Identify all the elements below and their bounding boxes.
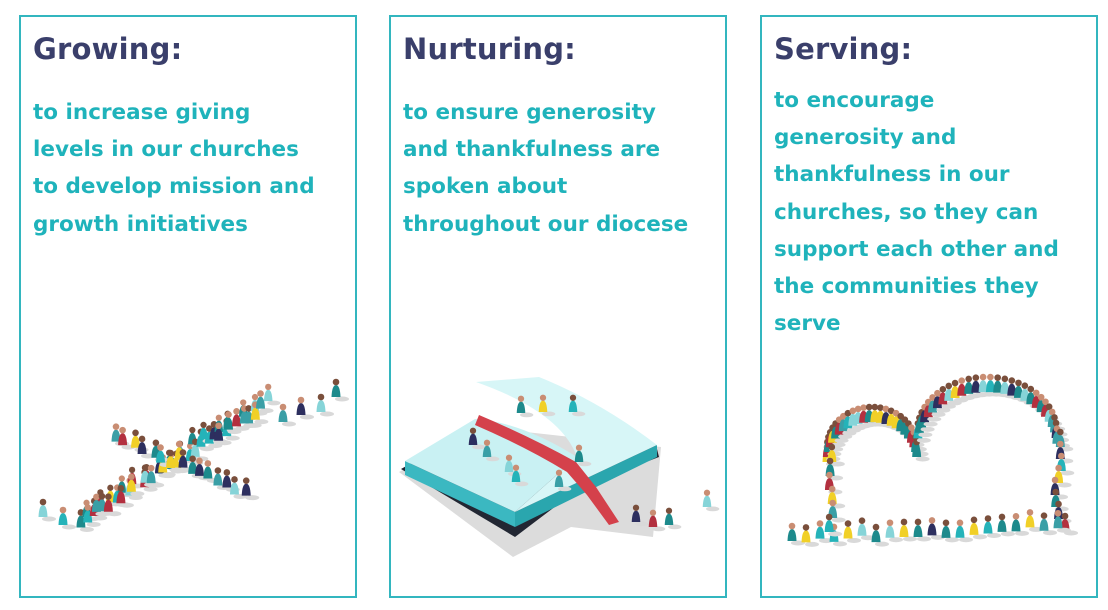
- people-on-open-bible-icon: [399, 377, 720, 557]
- person-figure: [702, 489, 720, 512]
- person-figure: [58, 506, 76, 530]
- person-figure: [664, 507, 682, 530]
- person-figure: [190, 438, 209, 462]
- person-figure: [1056, 452, 1075, 476]
- serving-line: churches, so they can: [774, 199, 1039, 225]
- person-figure: [828, 499, 846, 523]
- nurturing-line: and thankfulness are: [403, 137, 661, 163]
- nurturing-line: throughout our diocese: [403, 211, 689, 237]
- person-figure: [978, 373, 997, 397]
- person-figure: [554, 469, 572, 492]
- person-figure: [146, 464, 165, 488]
- person-figure: [1039, 512, 1057, 536]
- people-forming-cloud-icon: [787, 373, 1079, 547]
- person-figure: [256, 390, 274, 414]
- person-figure: [1053, 509, 1071, 533]
- person-figure: [166, 449, 184, 473]
- person-figure: [331, 378, 349, 402]
- person-figure: [126, 473, 145, 497]
- person-figure: [241, 477, 260, 501]
- person-figure: [927, 517, 945, 540]
- person-figure: [983, 515, 1001, 539]
- serving-heading: Serving:: [774, 32, 913, 66]
- person-figure: [76, 509, 94, 532]
- person-figure: [997, 513, 1015, 537]
- growing-line: growth initiatives: [33, 211, 248, 237]
- serving-line: support each other and: [774, 236, 1059, 262]
- growing-line: levels in our churches: [33, 137, 299, 163]
- person-figure: [244, 405, 262, 428]
- person-figure: [857, 517, 875, 541]
- nurturing-heading: Nurturing:: [403, 32, 576, 66]
- growing-description: to increase giving levels in our churche…: [33, 94, 315, 243]
- nurturing-description: to ensure generosity and thankfulness ar…: [403, 94, 688, 243]
- person-figure: [899, 518, 917, 542]
- person-figure: [1025, 509, 1043, 532]
- person-figure: [296, 396, 314, 420]
- person-figure: [232, 408, 250, 431]
- growing-line: to increase giving: [33, 100, 251, 125]
- person-figure: [801, 524, 819, 547]
- nurturing-line: spoken about: [403, 174, 568, 200]
- person-figure: [263, 383, 281, 406]
- person-figure: [214, 422, 232, 446]
- book-right-page: [476, 377, 657, 512]
- person-figure: [278, 403, 296, 427]
- nurturing-panel: Nurturing: to ensure generosity and than…: [389, 15, 727, 598]
- person-figure: [871, 523, 889, 547]
- people-group: [468, 394, 720, 532]
- person-figure: [648, 509, 666, 532]
- person-figure: [824, 513, 843, 537]
- person-figure: [941, 519, 959, 543]
- person-figure: [787, 522, 805, 546]
- person-figure: [222, 469, 240, 492]
- serving-line: thankfulness in our: [774, 162, 1010, 188]
- person-figure: [538, 394, 556, 417]
- person-figure: [568, 394, 586, 417]
- person-figure: [516, 395, 534, 418]
- serving-line: serve: [774, 311, 841, 337]
- person-figure: [38, 498, 56, 522]
- nurturing-line: to ensure generosity: [403, 100, 656, 125]
- person-figure: [815, 520, 833, 544]
- person-figure: [843, 520, 861, 544]
- book-ribbon: [475, 415, 619, 525]
- person-figure: [1011, 513, 1029, 536]
- serving-panel: Serving: to encourage generosity and tha…: [760, 15, 1098, 598]
- serving-description: to encourage generosity and thankfulness…: [774, 82, 1059, 342]
- person-figure: [482, 439, 500, 462]
- person-figure: [631, 504, 649, 527]
- person-figure: [885, 519, 903, 543]
- person-figure: [223, 411, 242, 435]
- person-figure: [969, 516, 987, 540]
- person-figure: [468, 427, 486, 450]
- person-figure: [913, 518, 931, 542]
- serving-line: to encourage: [774, 88, 935, 113]
- person-figure: [316, 393, 334, 417]
- growing-line: to develop mission and: [33, 174, 315, 200]
- person-figure: [103, 493, 122, 517]
- serving-line: generosity and: [774, 125, 957, 151]
- book-page-edge-left: [405, 461, 515, 527]
- person-figure: [955, 519, 973, 543]
- people-forming-cross-icon: [38, 378, 349, 532]
- person-figure: [511, 464, 529, 487]
- growing-panel: Growing: to increase giving levels in ou…: [19, 15, 357, 598]
- person-figure: [574, 444, 592, 467]
- growing-heading: Growing:: [33, 32, 183, 66]
- person-figure: [116, 484, 134, 508]
- serving-line: the communities they: [774, 274, 1039, 300]
